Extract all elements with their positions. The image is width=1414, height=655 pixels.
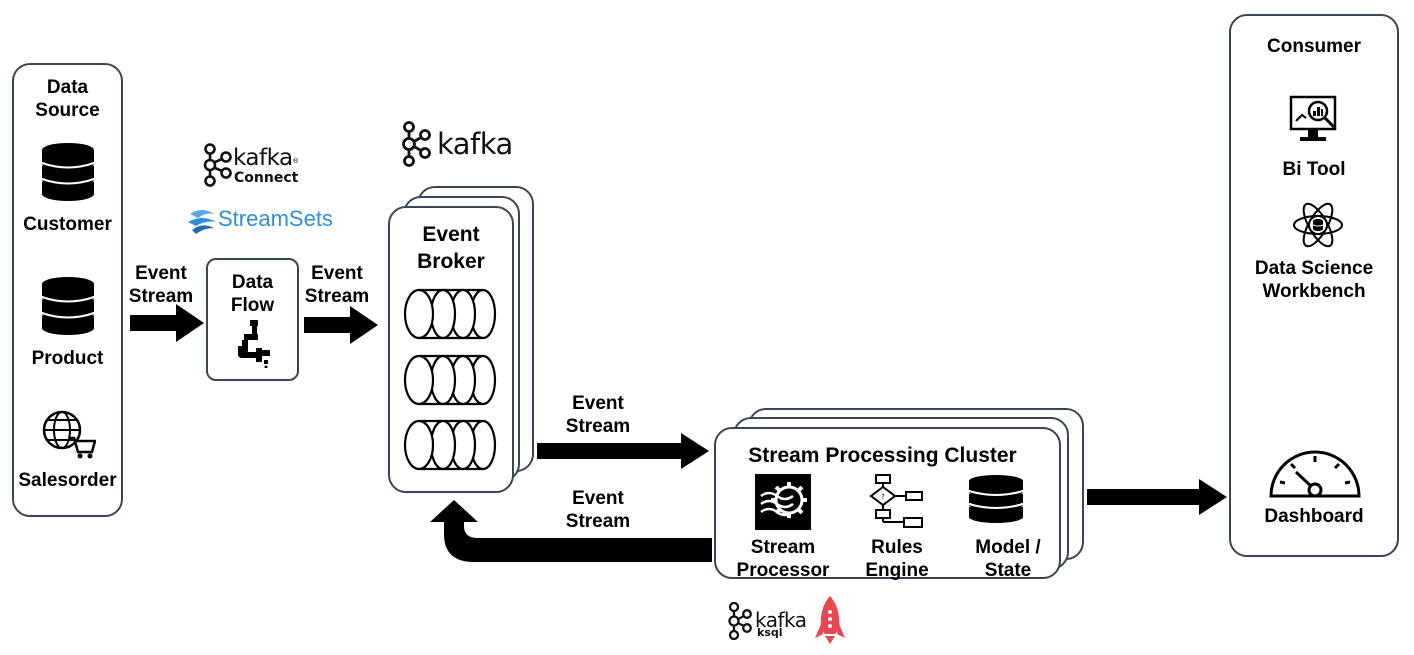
- kafka-ksql-logo-icon: [728, 602, 752, 640]
- stream-processing-title: Stream Processing Cluster: [748, 444, 1017, 467]
- product-database-icon: [41, 277, 95, 335]
- bi-tool-label: Bi Tool: [1282, 159, 1346, 180]
- event-stream-label-3: Event Stream: [565, 393, 631, 437]
- data-science-workbench-label: Data Science Workbench: [1254, 258, 1374, 302]
- arrow-processing-to-broker: [430, 500, 712, 562]
- svg-text:?: ?: [881, 493, 885, 501]
- dashboard-gauge-icon: [1269, 450, 1361, 498]
- pipe-faucet-icon: [238, 320, 270, 368]
- kafka-ksql-name: kafka: [755, 608, 807, 632]
- globe-cart-icon: [42, 410, 96, 459]
- data-science-atom-icon: [1293, 202, 1343, 248]
- customer-label: Customer: [23, 214, 112, 235]
- model-state-database-icon: [968, 475, 1024, 523]
- kafka-connect-logo-icon: [203, 143, 232, 187]
- arrow-dataflow-to-broker: [304, 306, 378, 344]
- event-broker-title: Event Broker: [417, 223, 485, 273]
- kafka-logo-name: kafka: [437, 127, 513, 161]
- kafka-connect-name: kafka: [233, 145, 293, 171]
- event-stream-label-1: Event Stream: [128, 263, 194, 307]
- data-flow-box: [206, 258, 299, 381]
- kafka-connect-registered: ®: [292, 157, 299, 165]
- bi-tool-monitor-icon: [1289, 95, 1337, 141]
- arrow-processing-to-consumer: [1087, 479, 1227, 515]
- arrow-broker-to-processing: [537, 433, 709, 469]
- topic-partition-icon: [403, 354, 497, 406]
- kafka-ksql-sub: ksql: [757, 626, 783, 639]
- arrow-source-to-dataflow: [130, 304, 204, 342]
- data-source-title: Data Source: [35, 77, 100, 121]
- topic-partition-icon: [403, 288, 497, 340]
- event-stream-label-2: Event Stream: [304, 263, 370, 307]
- event-stream-label-4: Event Stream: [565, 488, 631, 532]
- kafka-logo-icon: [402, 121, 431, 167]
- model-state-label: Model / State: [975, 537, 1041, 581]
- customer-database-icon: [41, 143, 95, 201]
- rules-engine-label: Rules Engine: [865, 537, 929, 581]
- product-label: Product: [31, 348, 104, 369]
- data-flow-title: Data Flow: [230, 272, 275, 316]
- salesorder-label: Salesorder: [18, 470, 117, 491]
- ksql-rocket-icon: [815, 596, 845, 644]
- rules-engine-flowchart-icon: ?: [869, 474, 923, 528]
- streamsets-logo-icon: [188, 210, 216, 234]
- consumer-title: Consumer: [1267, 36, 1361, 57]
- dashboard-label: Dashboard: [1264, 506, 1364, 527]
- kafka-connect-sub: Connect: [234, 170, 299, 186]
- topic-partition-icon: [403, 419, 497, 471]
- stream-processor-label: Stream Processor: [736, 537, 830, 581]
- streamsets-name: StreamSets: [218, 206, 333, 231]
- stream-processor-icon: [755, 474, 811, 530]
